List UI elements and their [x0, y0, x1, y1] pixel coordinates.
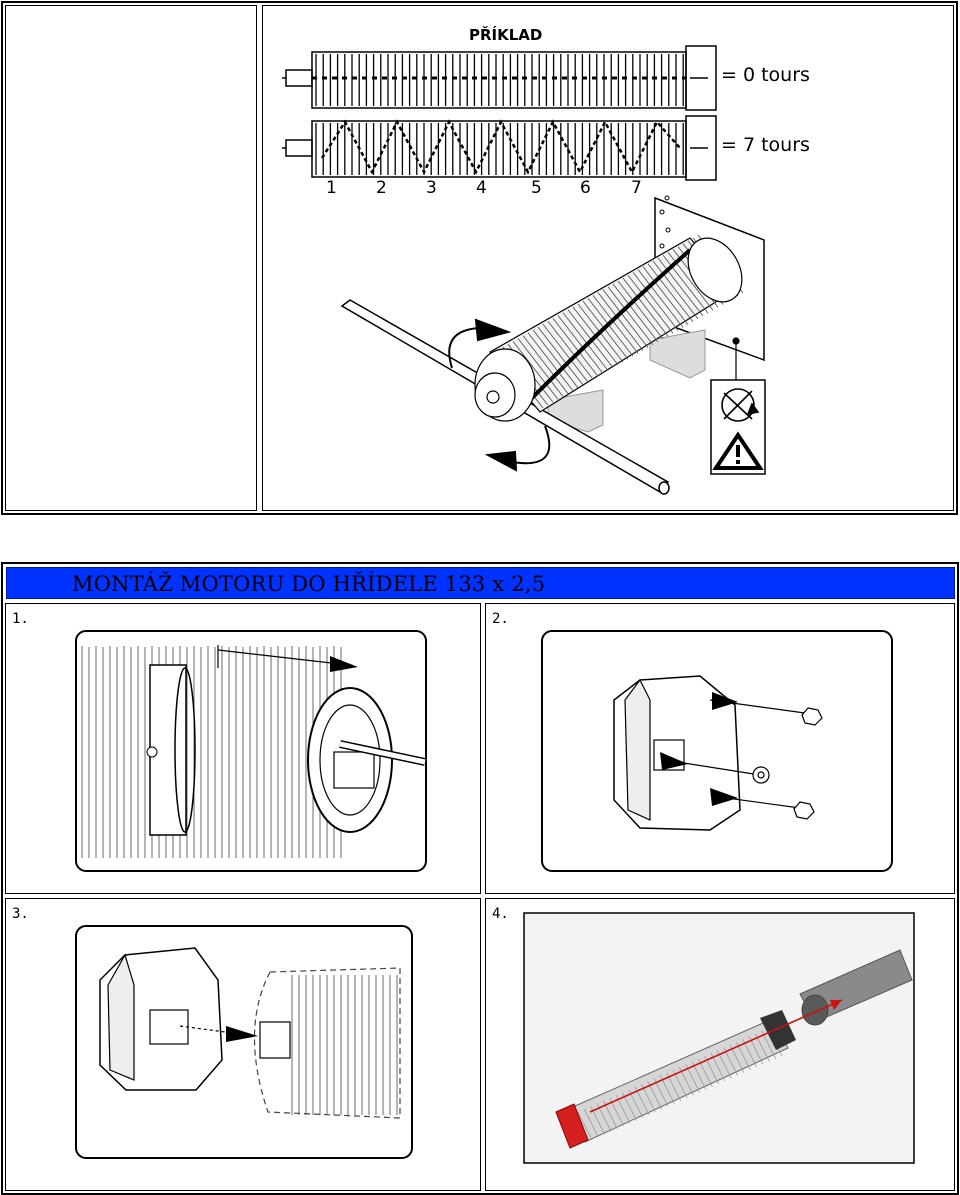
- step-3-illustration: [75, 925, 413, 1159]
- turn-number-5: 5: [531, 178, 542, 198]
- nut-icon: [752, 707, 823, 820]
- top-left-empty-cell: [5, 5, 257, 511]
- figure-header: PŘÍKLAD: [469, 26, 543, 44]
- step-1-illustration: [75, 630, 427, 872]
- step-3-label: 3.: [12, 906, 29, 922]
- spring-zero-tours: [282, 45, 717, 111]
- turn-number-2: 2: [376, 178, 387, 198]
- section-title: MONTÁŽ MOTORU DO HŘÍDELE 133 x 2,5: [72, 572, 546, 596]
- step-3-cell: [5, 898, 481, 1191]
- step-4-cell: [485, 898, 955, 1191]
- step-4-illustration: [523, 912, 915, 1164]
- step-2-cell: [485, 603, 955, 894]
- no-rotation-icon: [721, 388, 760, 422]
- tube-shaft: [799, 949, 913, 1026]
- step-2-label: 2.: [492, 611, 509, 627]
- step-1-label: 1.: [12, 611, 29, 627]
- bottom-outer-frame: [1, 562, 959, 1195]
- step-1-cell: [5, 603, 481, 894]
- step-4-label: 4.: [492, 906, 509, 922]
- spring-cylinder: [474, 234, 744, 422]
- top-figure-cell: [262, 5, 954, 511]
- legend-zero-tours: = 0 tours: [721, 64, 810, 86]
- spring-seven-tours: [282, 115, 717, 181]
- step-2-illustration: [541, 630, 893, 872]
- warning-icon-box: [710, 379, 766, 475]
- turn-number-1: 1: [326, 178, 337, 198]
- turn-number-7: 7: [631, 178, 642, 198]
- rotation-arrow-icon: [448, 318, 551, 472]
- top-outer-frame: [1, 1, 958, 515]
- turn-number-6: 6: [580, 178, 591, 198]
- section-title-bar: [6, 567, 955, 599]
- turn-number-4: 4: [476, 178, 487, 198]
- legend-seven-tours: = 7 tours: [721, 134, 810, 156]
- turn-number-3: 3: [426, 178, 437, 198]
- warning-triangle-icon: [712, 431, 764, 470]
